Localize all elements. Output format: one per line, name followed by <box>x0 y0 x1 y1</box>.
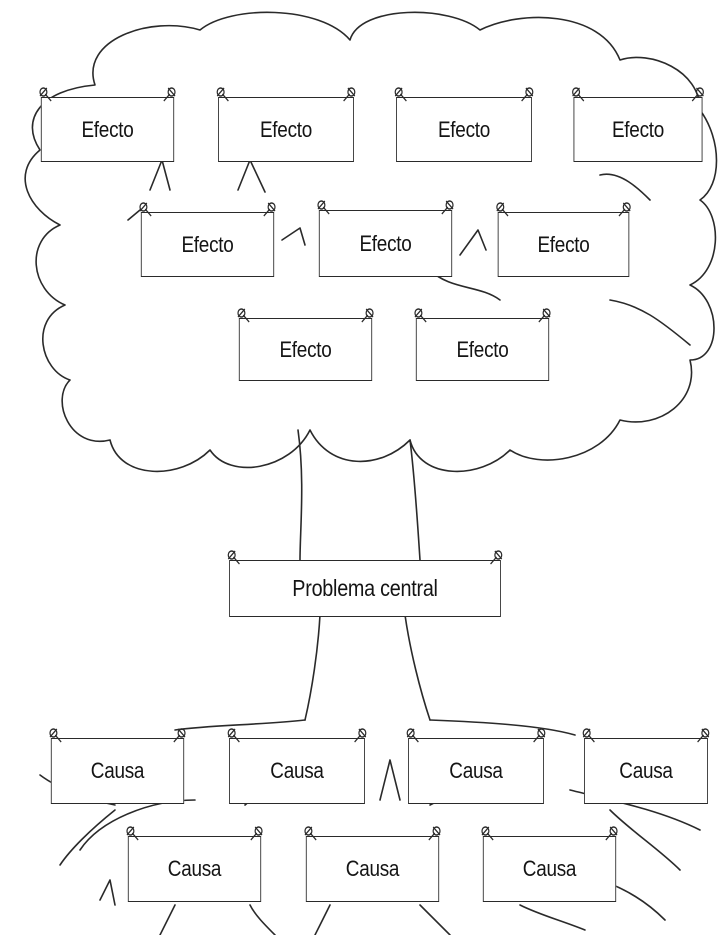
pushpin-icon <box>225 725 244 747</box>
pushpin-icon <box>47 725 66 747</box>
pushpin-icon <box>339 84 358 106</box>
effect-label: Efecto <box>456 336 509 362</box>
cause-label: Causa <box>345 856 400 881</box>
effect-card: Efecto <box>414 308 551 381</box>
effect-card: Efecto <box>496 202 631 277</box>
pushpin-icon <box>225 547 244 569</box>
pushpin-icon <box>486 547 505 569</box>
pushpin-icon <box>529 725 548 747</box>
effect-label: Efecto <box>81 116 134 142</box>
trunk-right <box>409 439 421 561</box>
pushpin-icon <box>392 84 411 106</box>
pushpin-icon <box>479 823 498 845</box>
pushpin-icon <box>412 305 431 327</box>
effect-card: Efecto <box>572 87 704 162</box>
pushpin-icon <box>358 305 377 327</box>
pushpin-icon <box>124 823 143 845</box>
pushpin-icon <box>260 199 279 221</box>
cause-label: Causa <box>167 856 222 881</box>
pushpin-icon <box>350 725 369 747</box>
cause-card: Causa <box>582 728 710 804</box>
cause-label: Causa <box>619 758 673 783</box>
canopy-outline <box>24 11 718 473</box>
pushpin-icon <box>170 725 189 747</box>
pushpin-icon <box>425 823 444 845</box>
effect-card: Efecto <box>237 308 374 381</box>
pushpin-icon <box>688 84 707 106</box>
pushpin-icon <box>235 305 254 327</box>
cause-label: Causa <box>270 758 324 783</box>
pushpin-icon <box>615 199 634 221</box>
cause-label: Causa <box>90 758 145 783</box>
pushpin-icon <box>37 84 56 106</box>
pushpin-icon <box>602 823 621 845</box>
cause-card: Causa <box>481 826 618 902</box>
pushpin-icon <box>247 823 266 845</box>
effect-card: Efecto <box>317 200 454 277</box>
effect-label: Efecto <box>537 231 590 257</box>
pushpin-icon <box>214 84 233 106</box>
pushpin-icon <box>517 84 536 106</box>
pushpin-icon <box>315 197 334 219</box>
cause-card: Causa <box>49 728 186 804</box>
effect-card: Efecto <box>39 87 176 162</box>
pushpin-icon <box>160 84 179 106</box>
cause-card: Causa <box>406 728 546 804</box>
pushpin-icon <box>535 305 554 327</box>
pushpin-icon <box>404 725 423 747</box>
effect-label: Efecto <box>359 230 412 256</box>
effect-label: Efecto <box>279 336 332 362</box>
pushpin-icon <box>302 823 321 845</box>
pushpin-icon <box>137 199 156 221</box>
effect-label: Efecto <box>259 116 313 142</box>
trunk-left <box>297 429 303 561</box>
cause-label: Causa <box>522 856 577 881</box>
pushpin-icon <box>693 725 712 747</box>
cause-label: Causa <box>449 758 503 783</box>
pushpin-icon <box>493 199 512 221</box>
central-problem-card: Problema central <box>227 550 503 617</box>
effect-label: Efecto <box>611 116 665 142</box>
effect-card: Efecto <box>216 87 356 162</box>
effect-card: Efecto <box>394 87 534 162</box>
cause-card: Causa <box>304 826 441 902</box>
effect-label: Efecto <box>437 116 491 142</box>
pushpin-icon <box>569 84 588 106</box>
pushpin-icon <box>580 725 599 747</box>
cause-card: Causa <box>126 826 263 902</box>
effect-card: Efecto <box>139 202 276 277</box>
effect-label: Efecto <box>181 231 234 257</box>
central-problem-label: Problema central <box>292 575 438 601</box>
pushpin-icon <box>438 197 457 219</box>
cause-card: Causa <box>227 728 367 804</box>
